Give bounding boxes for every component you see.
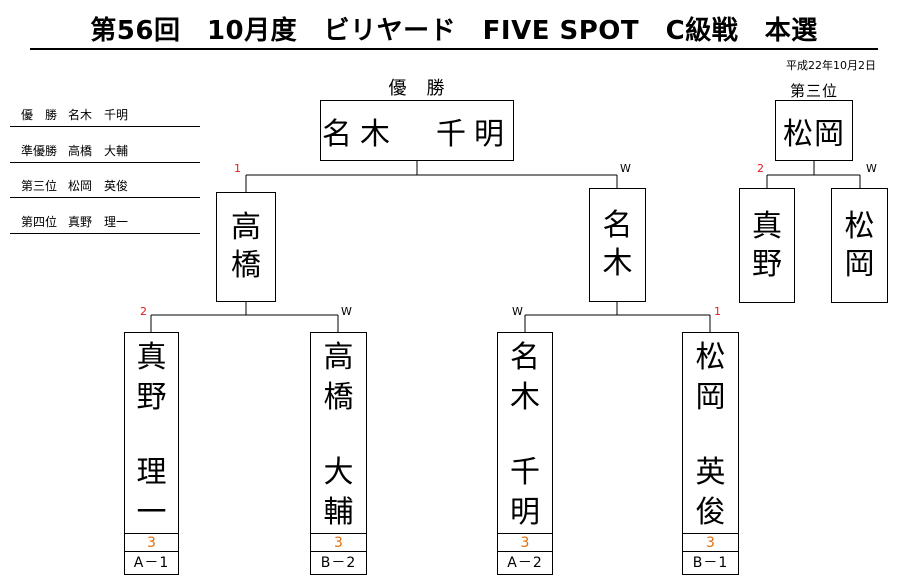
result-name: 高橋 大輔 [68, 144, 129, 158]
player-name-char: 高 [323, 340, 354, 375]
player-name-char: 俊 [695, 495, 726, 530]
player-name-char: 輔 [323, 495, 354, 530]
page-title: 第56回 10月度 ビリヤード FIVE SPOT C級戦 本選 [90, 16, 818, 46]
player-name: 松 岡 英 俊 [683, 333, 738, 533]
third-place-winner-box: 松岡 [775, 100, 853, 161]
player-block: B－1 [683, 551, 738, 574]
third-place-left-char: 野 [752, 246, 782, 282]
player-name: 真 野 理 一 [125, 333, 178, 533]
player-name-char: 岡 [695, 380, 726, 415]
champion-box: 名木 千明 [320, 100, 514, 161]
result-name: 名木 千明 [68, 108, 129, 122]
player-name-char: 野 [136, 380, 167, 415]
semifinal-left-box: 高 橋 [216, 192, 276, 302]
player-name: 名 木 千 明 [498, 333, 552, 533]
third-place-right-box: 松 岡 [831, 188, 888, 303]
result-name: 真野 理一 [68, 215, 129, 229]
player-name-char: 明 [510, 495, 540, 530]
player-score: 3 [125, 533, 178, 552]
semifinal-right-char: 名 [602, 208, 633, 243]
player-score: 3 [498, 533, 552, 552]
player-box: 高 橋 大 輔 3 B－2 [310, 332, 367, 575]
player-block: A－2 [498, 551, 552, 574]
mark-third-right: W [866, 162, 877, 175]
semifinal-right-char: 木 [602, 246, 633, 281]
result-row-third: 第三位松岡 英俊 [10, 177, 200, 198]
result-row-winner: 優 勝名木 千明 [10, 106, 200, 127]
player-score: 3 [311, 533, 366, 552]
mark-semifinal-right: W [620, 162, 631, 175]
result-rank: 第四位 [20, 215, 57, 229]
player-name-char: 真 [136, 340, 167, 375]
semifinal-left-char: 高 [231, 210, 261, 245]
result-row-fourth: 第四位真野 理一 [10, 213, 200, 234]
player-name: 高 橋 大 輔 [311, 333, 366, 533]
result-rank: 優 勝 [20, 108, 57, 122]
mark-player: 2 [140, 305, 147, 318]
semifinal-left-char: 橋 [231, 248, 261, 283]
third-place-left-char: 真 [752, 208, 782, 244]
third-place-right-char: 岡 [844, 246, 875, 282]
third-place-winner-name: 松岡 [783, 116, 845, 152]
result-rank: 第三位 [20, 179, 57, 193]
result-rank: 準優勝 [20, 144, 57, 158]
player-box: 真 野 理 一 3 A－1 [124, 332, 179, 575]
semifinal-right-box: 名 木 [589, 188, 646, 302]
title-underline [30, 48, 878, 50]
third-place-right-char: 松 [844, 208, 875, 244]
third-place-left-box: 真 野 [739, 188, 795, 303]
player-box: 松 岡 英 俊 3 B－1 [682, 332, 739, 575]
third-place-label: 第三位 [789, 82, 838, 100]
event-date: 平成22年10月2日 [786, 59, 876, 72]
result-name: 松岡 英俊 [68, 179, 129, 193]
player-name-char: 木 [510, 380, 540, 415]
player-score: 3 [683, 533, 738, 552]
champion-name: 名木 千明 [322, 116, 512, 152]
mark-third-left: 2 [757, 162, 764, 175]
player-name-char: 大 [323, 455, 354, 490]
champion-label: 優 勝 [388, 78, 446, 99]
player-name-char: 松 [695, 340, 726, 375]
mark-player: 1 [714, 305, 721, 318]
player-name-char: 理 [136, 455, 167, 490]
mark-player: W [341, 305, 352, 318]
player-name-char: 英 [695, 455, 726, 490]
result-row-runner-up: 準優勝高橋 大輔 [10, 142, 200, 163]
player-name-char: 一 [136, 495, 167, 530]
player-block: A－1 [125, 551, 178, 574]
player-box: 名 木 千 明 3 A－2 [497, 332, 553, 575]
player-block: B－2 [311, 551, 366, 574]
mark-semifinal-left: 1 [234, 162, 241, 175]
player-name-char: 千 [510, 455, 540, 490]
mark-player: W [512, 305, 523, 318]
player-name-char: 名 [510, 340, 540, 375]
player-name-char: 橋 [323, 380, 354, 415]
